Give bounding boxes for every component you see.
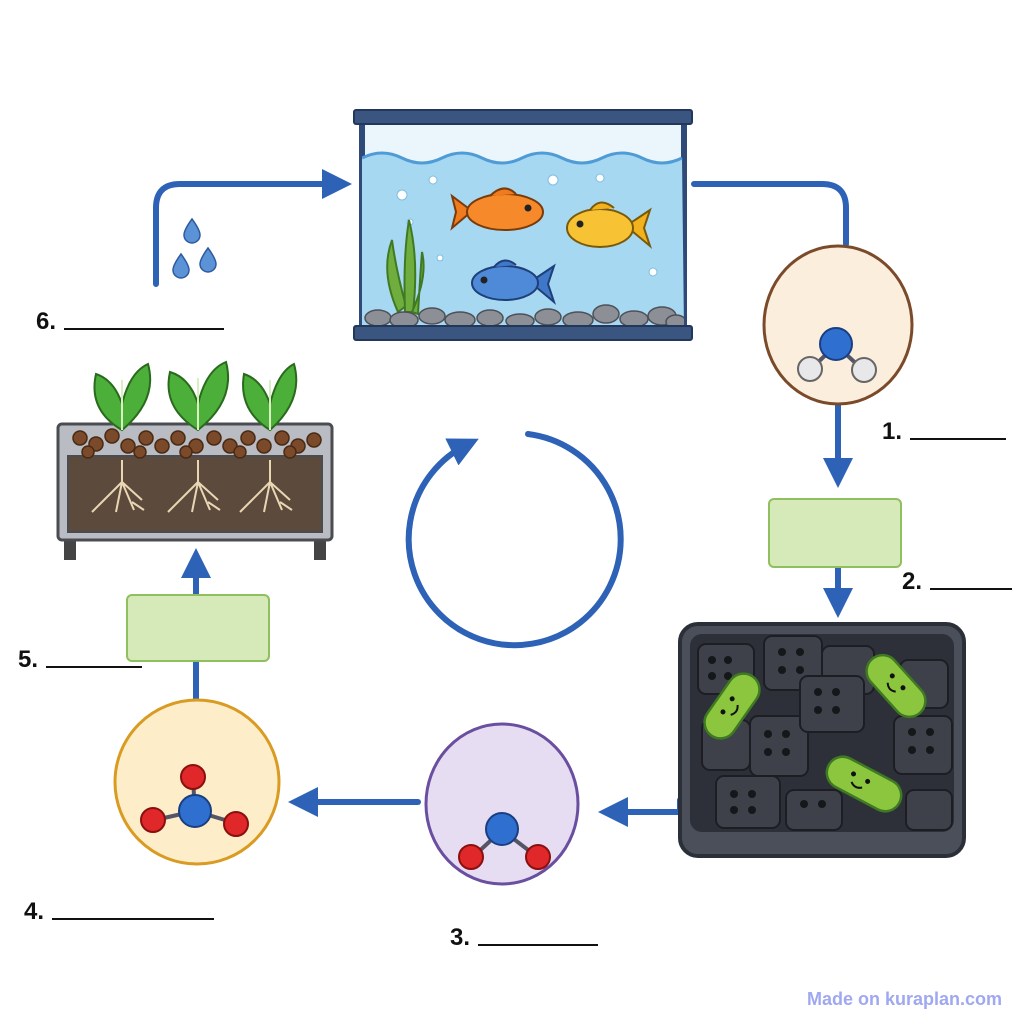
bacteria-biofilter-icon	[678, 622, 966, 858]
plant-grow-bed-icon	[56, 360, 334, 560]
blue-fish	[471, 259, 557, 306]
label-6-blank[interactable]	[64, 324, 225, 330]
nitrate-molecule-icon	[113, 698, 281, 866]
orange-fish	[450, 187, 544, 231]
label-4-blank[interactable]	[52, 914, 215, 920]
label-1-number: 1.	[882, 418, 903, 445]
label-2: 2.	[902, 568, 1013, 596]
label-5-blank[interactable]	[46, 662, 143, 668]
label-box-conversion-1[interactable]	[768, 498, 902, 568]
label-box-conversion-2[interactable]	[126, 594, 270, 662]
yellow-fish	[566, 201, 653, 250]
label-5-number: 5.	[18, 646, 39, 673]
bacteria	[703, 653, 927, 813]
arrow-plants-to-tank	[153, 169, 352, 287]
arrow-biofilter-to-nitrite	[598, 797, 683, 827]
label-6: 6.	[36, 308, 225, 336]
watermark[interactable]: Made on kuraplan.com	[806, 989, 1002, 1009]
arrow-tank-to-ammonia	[691, 181, 849, 247]
fish-tank-icon	[353, 109, 693, 341]
label-4: 4.	[24, 898, 215, 926]
label-2-blank[interactable]	[930, 584, 1013, 590]
label-2-number: 2.	[902, 568, 923, 595]
label-3: 3.	[450, 924, 599, 952]
label-1-blank[interactable]	[910, 434, 1007, 440]
label-6-number: 6.	[36, 308, 57, 335]
label-5: 5.	[18, 646, 143, 674]
label-3-number: 3.	[450, 924, 471, 951]
label-1: 1.	[882, 418, 1007, 446]
water-drops-icon	[172, 217, 217, 279]
cycle-arrow-icon	[405, 431, 624, 649]
ammonia-molecule-icon	[762, 244, 914, 406]
nitrite-molecule-icon	[424, 722, 580, 886]
label-3-blank[interactable]	[478, 940, 599, 946]
label-4-number: 4.	[24, 898, 45, 925]
